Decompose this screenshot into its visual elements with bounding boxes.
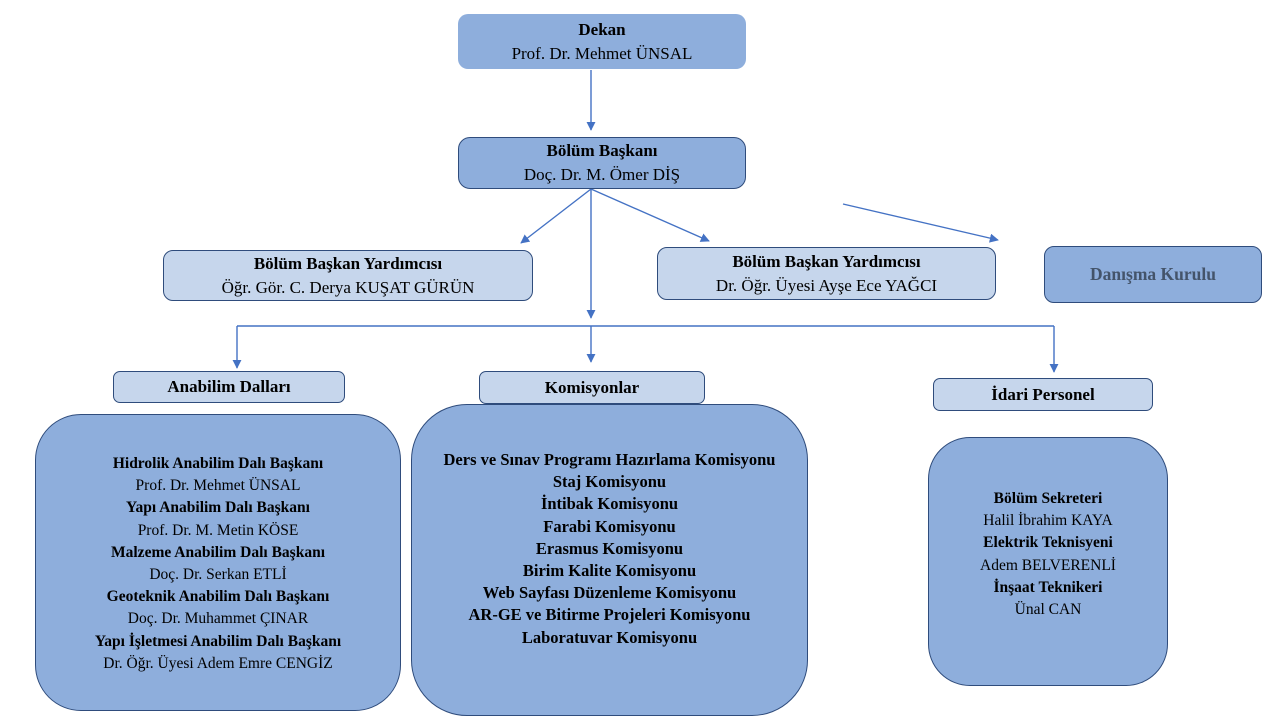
yardimci-1-box: Bölüm Başkan Yardımcısı Öğr. Gör. C. Der… — [163, 250, 533, 301]
yardimci-2-name: Dr. Öğr. Üyesi Ayşe Ece YAĞCI — [715, 275, 938, 295]
commission-item: AR-GE ve Bitirme Projeleri Komisyonu — [468, 605, 751, 625]
anabilim-member-role: Yapı İşletmesi Anabilim Dalı Başkanı — [94, 632, 342, 650]
anabilim-member-role: Malzeme Anabilim Dalı Başkanı — [111, 543, 325, 561]
yardimci-1-title: Bölüm Başkan Yardımcısı — [253, 253, 443, 273]
idari-member-role: İnşaat Teknikeri — [993, 578, 1103, 596]
anabilim-member-name: Doç. Dr. Muhammet ÇINAR — [127, 610, 309, 628]
arrow-baskan-to-yardimci-1 — [520, 188, 592, 244]
idari-member-name: Halil İbrahim KAYA — [983, 512, 1113, 530]
commission-item: Erasmus Komisyonu — [535, 538, 684, 558]
idari-member-role: Bölüm Sekreteri — [993, 490, 1103, 507]
anabilim-box: Hidrolik Anabilim Dalı Başkanı Prof. Dr.… — [35, 414, 401, 711]
idari-member-role: Elektrik Teknisyeni — [983, 534, 1113, 552]
dekan-name: Prof. Dr. Mehmet ÜNSAL — [511, 43, 693, 63]
yardimci-2-title: Bölüm Başkan Yardımcısı — [732, 251, 921, 271]
commission-item: Laboratuvar Komisyonu — [521, 627, 698, 647]
bolum-baskani-name: Doç. Dr. M. Ömer DİŞ — [523, 165, 681, 184]
anabilim-member-name: Prof. Dr. M. Metin KÖSE — [137, 521, 299, 539]
arrow-to-danisma-kurulu — [842, 203, 999, 243]
anabilim-member-name: Doç. Dr. Serkan ETLİ — [149, 566, 287, 584]
danisma-kurulu-box: Danışma Kurulu — [1044, 246, 1262, 303]
commission-item: Staj Komisyonu — [552, 472, 667, 492]
bolum-baskani-box: Bölüm Başkanı Doç. Dr. M. Ömer DİŞ — [458, 137, 746, 189]
arrow-baskan-to-yardimci-2 — [590, 188, 710, 242]
commission-item: İntibak Komisyonu — [540, 494, 679, 514]
komisyonlar-box: Ders ve Sınav Programı Hazırlama Komisyo… — [411, 404, 808, 716]
yardimci-1-name: Öğr. Gör. C. Derya KUŞAT GÜRÜN — [221, 277, 475, 297]
commission-item: Ders ve Sınav Programı Hazırlama Komisyo… — [443, 450, 776, 469]
danisma-kurulu-title: Danışma Kurulu — [1090, 264, 1216, 284]
idari-member-name: Adem BELVERENLİ — [980, 556, 1116, 574]
idari-header: İdari Personel — [933, 378, 1153, 411]
anabilim-member-name: Dr. Öğr. Üyesi Adem Emre CENGİZ — [103, 654, 333, 672]
dekan-title: Dekan — [578, 19, 626, 39]
bolum-baskani-title: Bölüm Başkanı — [546, 141, 658, 160]
yardimci-2-box: Bölüm Başkan Yardımcısı Dr. Öğr. Üyesi A… — [657, 247, 996, 300]
anabilim-header: Anabilim Dalları — [113, 371, 345, 403]
komisyonlar-header: Komisyonlar — [479, 371, 705, 404]
idari-member-name: Ünal CAN — [1014, 601, 1082, 619]
anabilim-member-role: Hidrolik Anabilim Dalı Başkanı — [112, 455, 324, 472]
idari-box: Bölüm Sekreteri Halil İbrahim KAYA Elekt… — [928, 437, 1168, 686]
commission-item: Farabi Komisyonu — [543, 516, 676, 536]
commission-item: Birim Kalite Komisyonu — [522, 561, 697, 581]
anabilim-member-role: Yapı Anabilim Dalı Başkanı — [126, 499, 310, 517]
dekan-box: Dekan Prof. Dr. Mehmet ÜNSAL — [458, 14, 746, 69]
anabilim-member-name: Prof. Dr. Mehmet ÜNSAL — [135, 477, 301, 495]
anabilim-member-role: Geoteknik Anabilim Dalı Başkanı — [106, 588, 330, 606]
commission-item: Web Sayfası Düzenleme Komisyonu — [482, 583, 737, 603]
